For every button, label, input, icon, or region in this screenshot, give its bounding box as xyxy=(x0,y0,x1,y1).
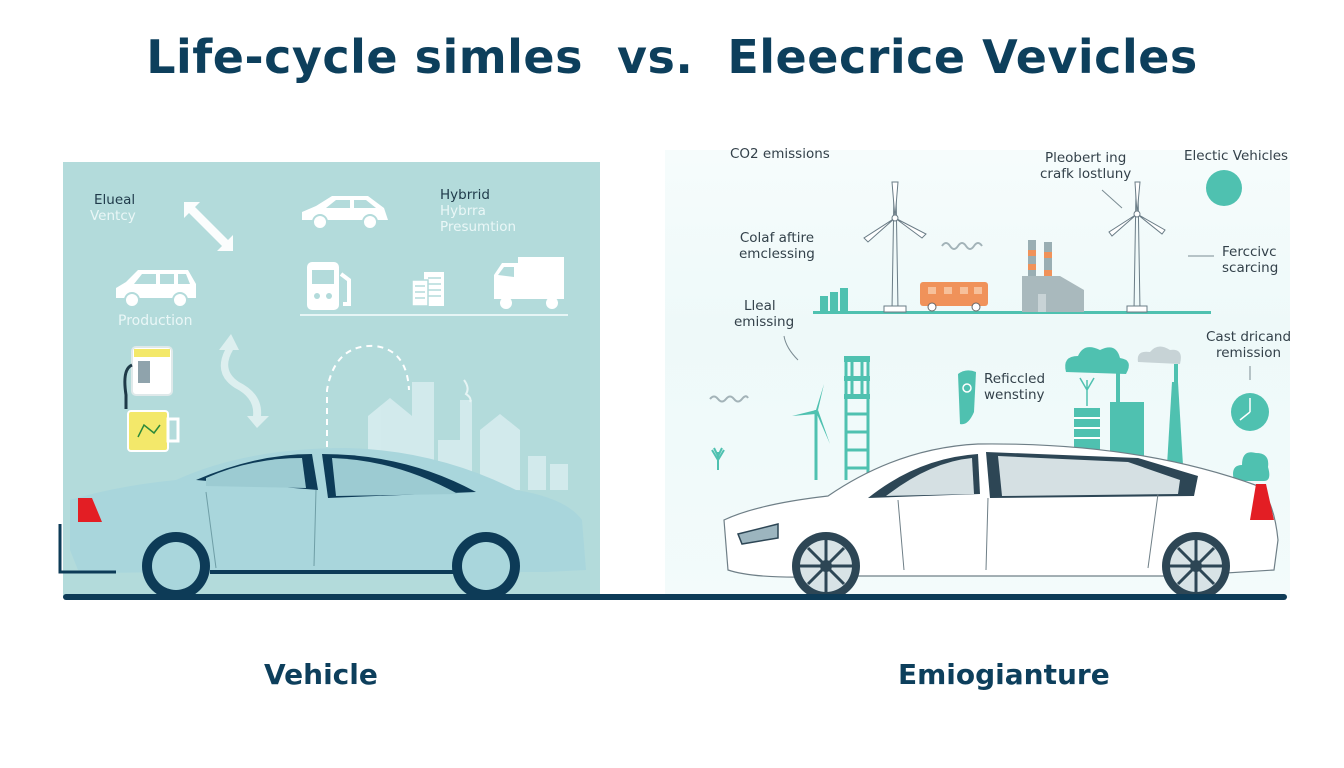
buildings-icon xyxy=(411,272,444,307)
cloud-squiggle-icon xyxy=(941,242,983,250)
transmission-tower-icon xyxy=(844,356,870,480)
ferccive-scarcing-label: Ferccivc scarcing xyxy=(1222,244,1279,276)
caption-left: Vehicle xyxy=(264,658,378,691)
reficcled-label: Reficcled wenstiny xyxy=(984,371,1046,403)
electric-bus-icon xyxy=(920,282,988,312)
minivan-icon xyxy=(116,270,196,308)
title-left: Life-cycle simles xyxy=(146,30,584,84)
pointer-line-icon-3 xyxy=(1249,366,1251,380)
conventional-car-illustration xyxy=(58,448,586,600)
production-label: Production xyxy=(118,313,193,329)
fuel-efficiency-sublabel: Ventcy xyxy=(90,208,136,224)
co2-emissions-label: CO2 emissions xyxy=(730,146,830,162)
fuel-pump-icon xyxy=(307,262,351,310)
grass-icon xyxy=(711,447,725,470)
delivery-truck-icon xyxy=(494,257,564,309)
factory-smoke-icon xyxy=(1065,346,1184,482)
wind-turbine-icon xyxy=(863,181,927,313)
electric-car-illustration xyxy=(723,443,1279,600)
hybrid-label: Hybrrid xyxy=(440,187,490,203)
pointer-line-icon xyxy=(1101,189,1123,209)
fuel-dispenser-icon xyxy=(123,346,180,452)
tree-icon xyxy=(1233,452,1270,481)
curved-arrow-icon xyxy=(219,334,269,428)
page-title: Life-cycle simles vs. Eleecrice Vevicles xyxy=(0,30,1344,84)
left-divider-line xyxy=(300,314,568,316)
sedan-icon xyxy=(302,196,388,230)
power-plant-icon xyxy=(1022,240,1084,312)
battery-cells-icon xyxy=(820,288,848,312)
sun-circle-icon xyxy=(1206,170,1242,206)
title-right: Eleecrice Vevicles xyxy=(727,30,1198,84)
fuel-efficiency-label: Elueal xyxy=(94,192,136,208)
small-wind-turbine-icon xyxy=(792,384,830,480)
dashed-arc-icon xyxy=(326,344,410,458)
electric-vehicles-label: Electic Vehicles xyxy=(1184,148,1289,164)
right-ground-line xyxy=(813,311,1211,314)
cast-remission-label: Cast dricand remission xyxy=(1206,329,1292,361)
caption-right: Emiogianture xyxy=(898,658,1110,691)
pointer-line-icon-4 xyxy=(783,335,799,361)
hybrid-consumption-label: Hybrra Presumtion xyxy=(440,203,517,235)
coal-emissions-label: Colaf aftire emclessing xyxy=(739,230,815,262)
cloud-squiggle-icon-2 xyxy=(709,395,749,403)
title-vs: vs. xyxy=(617,30,694,84)
double-arrow-icon xyxy=(184,202,233,251)
lleal-emissions-label: Lleal emissing xyxy=(734,298,795,330)
clock-icon xyxy=(1231,393,1269,431)
recycle-battery-icon xyxy=(958,370,976,425)
pointer-line-icon-2 xyxy=(1188,255,1214,257)
pleobert-label: Pleobert ing crafk lostluny xyxy=(1040,150,1132,182)
ground-line xyxy=(63,594,1287,600)
wind-turbine-icon-2 xyxy=(1108,181,1166,313)
